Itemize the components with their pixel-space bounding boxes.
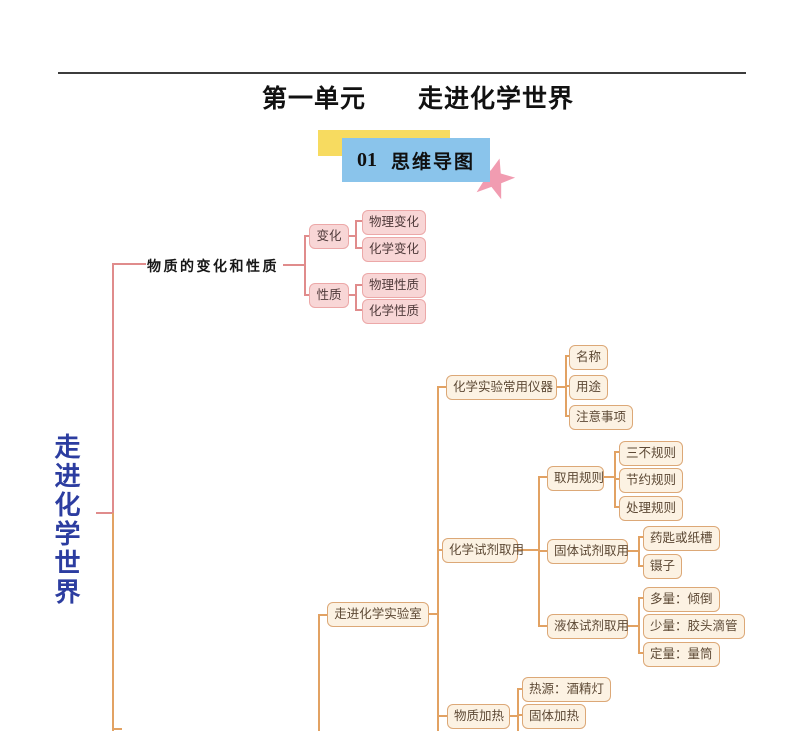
connector-line	[355, 284, 357, 311]
node-tweezers: 镊子	[643, 554, 683, 579]
node-changes: 变化	[309, 224, 349, 249]
mindmap-root-label: 走进化学世界	[51, 433, 81, 607]
node-solid-heating: 固体加热	[522, 704, 587, 729]
connector-line	[638, 536, 640, 567]
connector-line	[509, 715, 518, 717]
connector-line	[638, 536, 645, 538]
connector-line	[638, 565, 645, 567]
connector-line	[355, 284, 364, 286]
connector-line	[112, 513, 114, 731]
connector-line	[112, 263, 114, 513]
node-large-amount-pouring: 多量：倾倒	[643, 587, 720, 612]
connector-line	[565, 415, 572, 417]
connector-line	[355, 220, 357, 249]
connector-line	[355, 220, 364, 222]
unit-title-number: 第一单元	[261, 86, 366, 113]
connector-line	[538, 550, 550, 552]
connector-line	[614, 478, 622, 480]
star-shape	[476, 158, 516, 200]
connector-line	[437, 715, 450, 717]
connector-line	[602, 476, 616, 478]
connector-line	[437, 549, 445, 551]
node-taking-rules: 取用规则	[547, 466, 604, 491]
node-three-no-rule: 三不规则	[619, 441, 684, 466]
connector-line	[538, 476, 550, 478]
connector-line	[565, 355, 572, 357]
node-liquid-reagent-taking: 液体试剂取用	[547, 614, 629, 639]
connector-line	[638, 597, 645, 599]
connector-line	[346, 235, 356, 237]
connector-line	[318, 614, 330, 616]
node-chemical-property: 化学性质	[362, 299, 427, 324]
node-instrument-usage: 用途	[569, 375, 609, 400]
node-fixed-amount-cylinder: 定量：量筒	[643, 642, 720, 667]
connector-line	[555, 386, 566, 388]
node-solid-reagent-taking: 固体试剂取用	[547, 539, 629, 564]
connector-line	[112, 728, 122, 730]
node-common-lab-instruments: 化学实验常用仪器	[446, 375, 557, 400]
connector-line	[428, 613, 439, 615]
connector-line	[565, 385, 572, 387]
connector-line	[614, 451, 622, 453]
connector-line	[517, 714, 525, 716]
connector-line	[614, 506, 622, 508]
connector-line	[437, 387, 439, 731]
node-physical-property: 物理性质	[362, 273, 427, 298]
node-physical-change: 物理变化	[362, 210, 427, 235]
node-substance-heating: 物质加热	[447, 704, 510, 729]
connector-line	[517, 688, 525, 690]
connector-line	[283, 264, 305, 266]
connector-line	[346, 294, 356, 296]
node-spoon-or-paper-trough: 药匙或纸槽	[643, 526, 720, 551]
node-precautions: 注意事项	[569, 405, 634, 430]
node-enter-chemistry-lab: 走进化学实验室	[327, 602, 429, 627]
connector-line	[538, 625, 550, 627]
connector-line	[355, 247, 364, 249]
connector-line	[517, 688, 519, 731]
connector-line	[638, 597, 640, 654]
connector-line	[304, 235, 311, 237]
badge-label: 思维导图	[390, 151, 475, 173]
node-small-amount-dropper: 少量：胶头滴管	[643, 614, 745, 639]
header-divider	[58, 72, 746, 74]
node-saving-rule: 节约规则	[619, 468, 684, 493]
connector-line	[437, 386, 449, 388]
connector-line	[318, 614, 320, 731]
star-icon	[467, 151, 521, 205]
connector-line	[626, 550, 639, 552]
connector-line	[355, 309, 364, 311]
section-badge: 01 思维导图	[342, 138, 490, 182]
connector-line	[304, 235, 306, 296]
node-disposal-rule: 处理规则	[619, 496, 684, 521]
node-chemical-change: 化学变化	[362, 237, 427, 262]
node-instrument-name: 名称	[569, 345, 609, 370]
unit-title-text: 走进化学世界	[418, 86, 575, 113]
badge-number: 01	[356, 148, 377, 171]
node-properties: 性质	[309, 283, 349, 308]
connector-line	[112, 263, 146, 265]
node-matter-changes-and-properties: 物质的变化和性质	[147, 258, 279, 274]
node-reagent-taking: 化学试剂取用	[442, 538, 524, 563]
connector-line	[96, 512, 113, 514]
unit-title: 第一单元 走进化学世界	[0, 79, 800, 115]
connector-line	[638, 652, 645, 654]
connector-line	[626, 625, 639, 627]
connector-line	[516, 549, 539, 551]
node-heat-source-alcohol-lamp: 热源：酒精灯	[522, 677, 612, 702]
connector-line	[304, 294, 311, 296]
